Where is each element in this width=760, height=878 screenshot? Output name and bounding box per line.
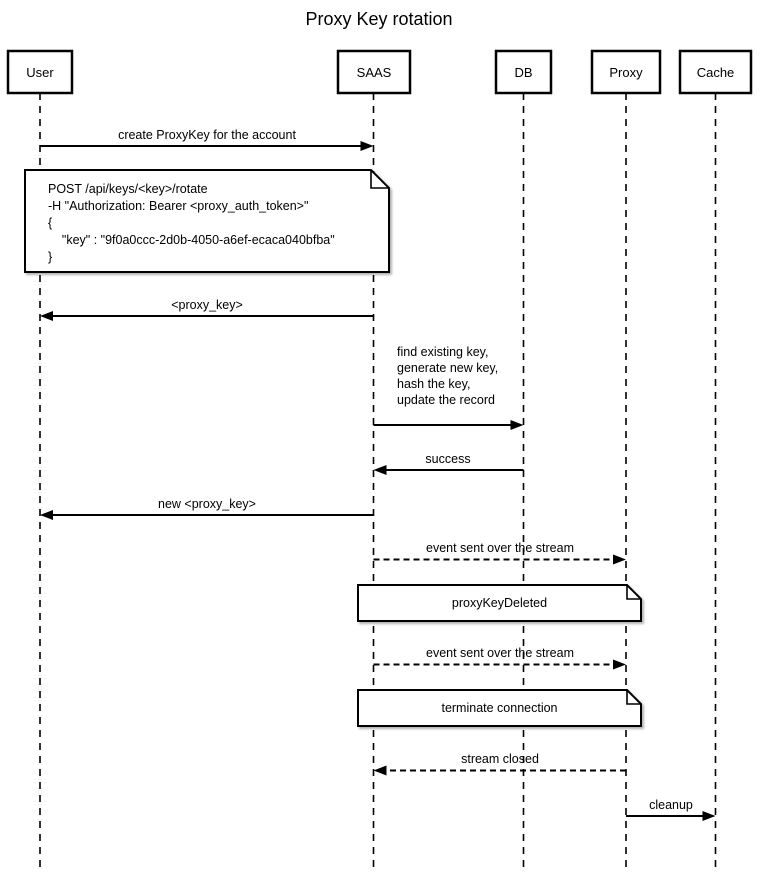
note-line: { bbox=[48, 216, 52, 230]
message-label-line: update the record bbox=[397, 393, 495, 407]
note-line: } bbox=[48, 250, 52, 264]
message-label: create ProxyKey for the account bbox=[118, 128, 296, 142]
participant-proxy: Proxy bbox=[590, 49, 662, 95]
note-shape bbox=[357, 689, 642, 727]
message-success: success bbox=[373, 452, 524, 475]
participant-db: DB bbox=[494, 49, 553, 95]
participant-saas: SAAS bbox=[336, 49, 412, 95]
note-shape bbox=[357, 584, 642, 622]
arrowhead-right-icon bbox=[613, 554, 626, 565]
message-new-proxy-key: new <proxy_key> bbox=[40, 497, 374, 520]
note-label: terminate connection bbox=[441, 701, 557, 715]
message-create-proxykey: create ProxyKey for the account bbox=[40, 128, 374, 151]
message-label-line: hash the key, bbox=[397, 377, 470, 391]
message-label: event sent over the stream bbox=[426, 541, 574, 555]
arrowhead-left-icon bbox=[373, 765, 387, 776]
note-proxy-key-deleted: proxyKeyDeleted bbox=[357, 584, 642, 622]
arrowhead-left-icon bbox=[373, 465, 387, 475]
message-db-update: find existing key, generate new key, has… bbox=[373, 345, 524, 430]
note-line: -H "Authorization: Bearer <proxy_auth_to… bbox=[48, 199, 308, 213]
message-cleanup: cleanup bbox=[626, 798, 716, 821]
message-label: <proxy_key> bbox=[171, 298, 243, 312]
message-stream-closed: stream closed bbox=[373, 752, 626, 776]
arrowhead-left-icon bbox=[40, 311, 53, 321]
note-fold-icon bbox=[626, 690, 641, 705]
note-line: "key" : "9f0a0ccc-2d0b-4050-a6ef-ecaca04… bbox=[48, 233, 335, 247]
message-label: event sent over the stream bbox=[426, 646, 574, 660]
message-proxy-key: <proxy_key> bbox=[40, 298, 374, 321]
note-line: POST /api/keys/<key>/rotate bbox=[48, 182, 208, 196]
participant-cache: Cache bbox=[678, 49, 753, 95]
note-rotate-request: POST /api/keys/<key>/rotate -H "Authoriz… bbox=[24, 169, 390, 273]
note-shape bbox=[24, 169, 390, 273]
arrowhead-right-icon bbox=[360, 141, 374, 151]
participant-label: User bbox=[26, 65, 54, 80]
message-label-line: generate new key, bbox=[397, 361, 498, 375]
arrowhead-right-icon bbox=[702, 811, 716, 821]
participant-label: Cache bbox=[697, 65, 735, 80]
arrowhead-right-icon bbox=[613, 659, 626, 670]
message-event-stream-2: event sent over the stream bbox=[373, 646, 626, 670]
note-fold-icon bbox=[626, 585, 641, 600]
note-terminate-connection: terminate connection bbox=[357, 689, 642, 727]
participant-label: Proxy bbox=[609, 65, 643, 80]
diagram-title: Proxy Key rotation bbox=[305, 9, 452, 29]
message-event-stream-1: event sent over the stream bbox=[373, 541, 626, 565]
message-label-line: find existing key, bbox=[397, 345, 488, 359]
message-label: success bbox=[425, 452, 470, 466]
message-label: cleanup bbox=[649, 798, 693, 812]
participant-user: User bbox=[6, 49, 74, 95]
message-label: stream closed bbox=[461, 752, 539, 766]
note-label: proxyKeyDeleted bbox=[452, 596, 547, 610]
participant-label: DB bbox=[514, 65, 532, 80]
participant-label: SAAS bbox=[357, 65, 392, 80]
message-label: new <proxy_key> bbox=[158, 497, 256, 511]
arrowhead-right-icon bbox=[510, 420, 524, 430]
arrowhead-left-icon bbox=[40, 510, 53, 520]
note-fold-icon bbox=[370, 170, 389, 189]
participant-box bbox=[590, 49, 662, 95]
